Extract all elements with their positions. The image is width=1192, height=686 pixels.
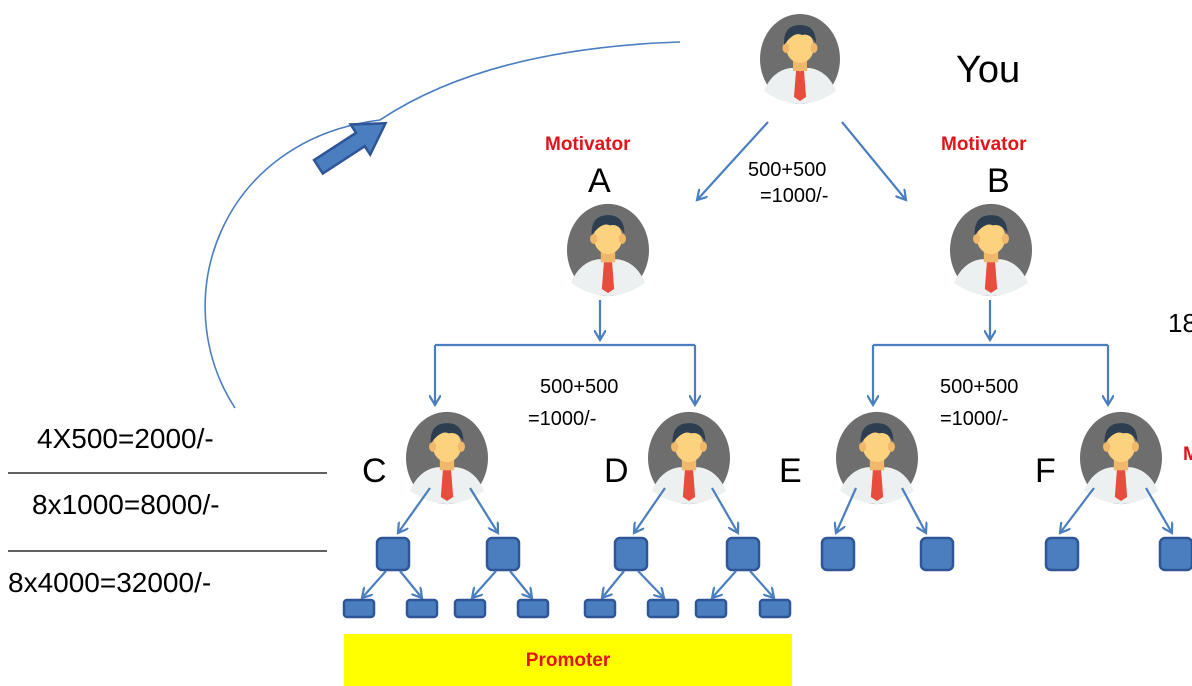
letter-c: C — [362, 452, 387, 490]
level4-boxes — [342, 598, 792, 619]
letter-d: D — [604, 452, 629, 490]
member-square-icon — [758, 598, 792, 619]
member-square-icon — [919, 536, 955, 572]
member-square-icon — [453, 598, 487, 619]
member-square-icon — [694, 598, 728, 619]
amount-left-line2: =1000/- — [528, 408, 596, 430]
member-square-icon — [516, 598, 550, 619]
thick-arrow-icon — [312, 121, 388, 176]
calc-line-1: 4X500=2000/- — [37, 423, 214, 454]
letter-a: A — [588, 162, 611, 200]
bracket-a — [435, 300, 695, 405]
letter-b: B — [987, 162, 1010, 200]
you-person-icon — [760, 14, 840, 104]
amount-right-line2: =1000/- — [940, 408, 1008, 430]
you-label: You — [956, 49, 1020, 91]
cut-red-right: M — [1183, 444, 1192, 465]
member-square-icon — [375, 536, 411, 572]
member-square-icon — [1044, 536, 1080, 572]
motivator-a-label: Motivator — [545, 134, 631, 155]
member-d-person-icon — [648, 411, 730, 505]
member-square-icon — [405, 598, 439, 619]
member-c-person-icon — [406, 411, 488, 505]
calc-line-3: 8x4000=32000/- — [8, 567, 211, 598]
promoter-label: Promoter — [526, 650, 611, 671]
member-square-icon — [646, 598, 680, 619]
cut-number-right: 18 — [1168, 308, 1192, 338]
member-e-person-icon — [836, 411, 918, 505]
motivator-b-person-icon — [950, 203, 1032, 297]
arrow-you-to-a — [697, 121, 769, 200]
level3-boxes — [375, 536, 1192, 572]
letter-e: E — [779, 452, 802, 490]
member-square-icon — [583, 598, 617, 619]
level3-arrows — [398, 487, 1172, 533]
bracket-b — [873, 300, 1108, 405]
amount-top-line1: 500+500 — [748, 159, 826, 181]
level4-arrows — [362, 570, 774, 598]
member-square-icon — [725, 536, 761, 572]
member-square-icon — [613, 536, 649, 572]
amount-top-line2: =1000/- — [760, 185, 828, 207]
arrow-you-to-b — [841, 121, 906, 200]
motivator-a-person-icon — [567, 203, 649, 297]
promoter-bar — [344, 634, 792, 686]
member-square-icon — [820, 536, 856, 572]
calc-line-2: 8x1000=8000/- — [32, 489, 220, 520]
motivator-b-label: Motivator — [941, 134, 1027, 155]
amount-right-line1: 500+500 — [940, 376, 1018, 398]
letter-f: F — [1035, 452, 1056, 490]
member-square-icon — [342, 598, 376, 619]
member-square-icon — [1158, 536, 1192, 572]
amount-left-line1: 500+500 — [540, 376, 618, 398]
member-square-icon — [485, 536, 521, 572]
